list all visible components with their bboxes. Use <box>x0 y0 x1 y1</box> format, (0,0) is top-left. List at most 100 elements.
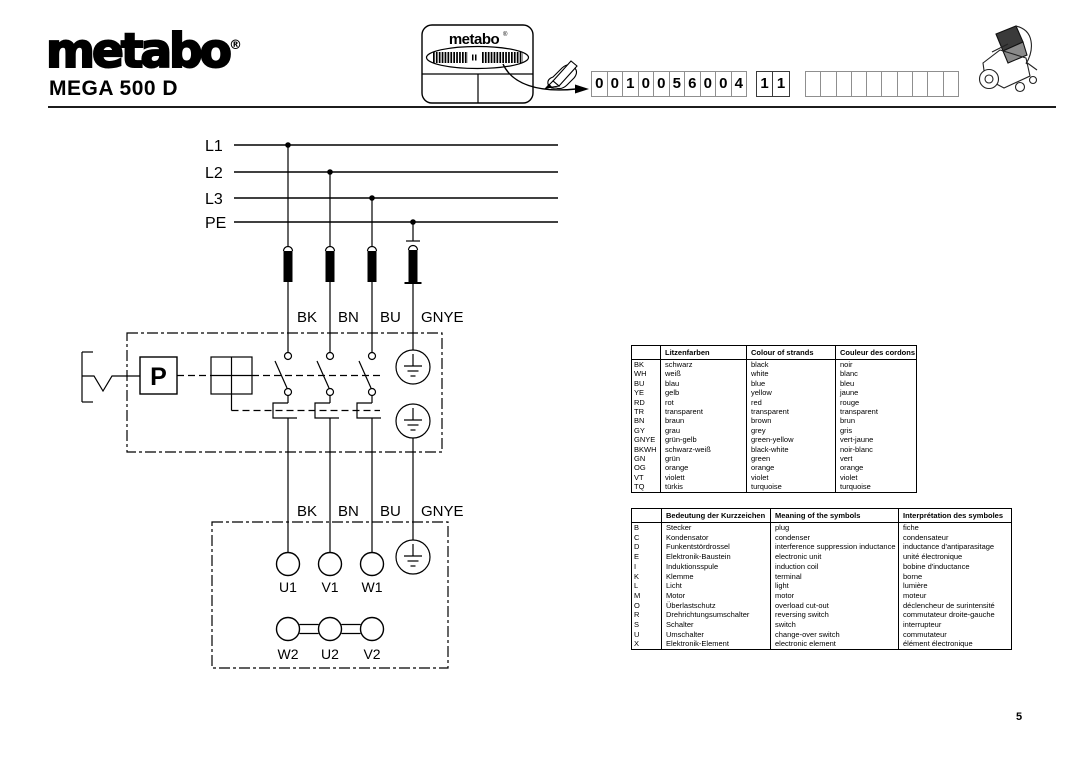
earth-symbol-motor <box>395 539 431 575</box>
type-label-sticker: metabo ® <box>421 24 534 104</box>
table-cell: BN <box>634 416 645 426</box>
table-cell: commutateur <box>898 629 1012 640</box>
terminal-label-w1: W1 <box>362 579 383 595</box>
table-cell: Elektronik-Baustein <box>661 552 771 562</box>
table-cell: reversing switch <box>770 610 899 621</box>
symbol-table-header-fr: Interprétation des symboles <box>898 508 1012 523</box>
table-cell: violet <box>835 472 917 483</box>
supply-bus-lines: L1 L2 L3 PE <box>205 138 558 232</box>
table-cell: Licht <box>661 581 771 591</box>
table-cell: schwarz-weiß <box>660 444 747 455</box>
table-cell: terminal <box>770 571 899 582</box>
table-cell: noir <box>835 359 917 370</box>
writing-hand-icon <box>544 60 578 90</box>
table-cell: turquoise <box>746 482 836 493</box>
table-cell: M <box>634 590 641 600</box>
table-cell: TQ <box>634 482 645 492</box>
terminal-u1 <box>275 551 301 577</box>
terminal-label-w2: W2 <box>278 646 299 662</box>
table-cell: transparent <box>746 407 836 417</box>
table-cell: interference suppression inductance <box>770 542 899 553</box>
table-cell: WH <box>634 369 647 379</box>
pressure-switch-label: P <box>150 363 167 391</box>
table-cell: vert-jaune <box>835 435 917 445</box>
table-cell: Induktionsspule <box>661 561 771 572</box>
plug-connectors <box>282 145 422 353</box>
table-cell: Schalter <box>661 620 771 630</box>
table-cell: X <box>634 639 640 649</box>
table-cell: OG <box>634 463 646 473</box>
color-table-header-en: Colour of strands <box>746 345 836 360</box>
table-cell: interrupteur <box>898 620 1012 630</box>
table-cell: condenser <box>770 532 899 543</box>
table-cell: electronic element <box>770 639 899 650</box>
pressure-line-symbol <box>81 351 140 403</box>
table-cell: Klemme <box>661 571 771 582</box>
table-cell: gris <box>835 425 917 436</box>
table-cell: gelb <box>660 388 747 398</box>
table-cell: violet <box>746 472 836 483</box>
table-cell: commutateur droite-gauche <box>898 610 1012 621</box>
table-cell: inductance d'antiparasitage <box>898 542 1012 553</box>
motor-feed-wires <box>287 418 414 553</box>
terminal-label-v2: V2 <box>363 646 380 662</box>
pressure-switch-enclosure: P <box>81 332 443 453</box>
table-cell: violett <box>660 472 747 483</box>
sticker-registered-mark: ® <box>503 31 508 38</box>
wire-label-bn-2: BN <box>338 503 359 520</box>
table-cell: black-white <box>746 444 836 455</box>
table-cell: GY <box>634 425 645 435</box>
terminal-w2 <box>275 616 301 642</box>
table-cell: weiß <box>660 369 747 379</box>
table-cell: Kondensator <box>661 532 771 543</box>
table-cell: C <box>634 532 640 542</box>
table-cell: transparent <box>835 407 917 417</box>
table-cell: BK <box>634 360 645 369</box>
terminal-v1 <box>317 551 343 577</box>
wire-label-bu: BU <box>380 309 401 326</box>
symbol-table-header-de: Bedeutung der Kurzzeichen <box>661 508 771 523</box>
wire-label-bk-2: BK <box>297 503 317 520</box>
table-cell: fiche <box>898 522 1012 533</box>
symbol-table-header-code <box>631 508 662 523</box>
table-cell: YE <box>634 388 645 398</box>
registered-mark: ® <box>228 38 242 53</box>
model-title: MEGA 500 D <box>49 77 179 100</box>
page-number: 5 <box>1016 711 1023 723</box>
wire-label-bu-2: BU <box>380 503 401 520</box>
table-cell: red <box>746 397 836 408</box>
earth-symbol-upper <box>395 349 431 385</box>
serial-number-boxes: 0 0 1 0 0 5 6 0 0 4 <box>591 71 747 97</box>
table-cell: blanc <box>835 369 917 379</box>
table-cell: schwarz <box>660 359 747 370</box>
earth-symbol-lower <box>395 403 431 439</box>
header-rule <box>48 106 1056 108</box>
bus-label-l3: L3 <box>205 191 223 208</box>
table-cell: Drehrichtungsumschalter <box>661 610 771 621</box>
table-cell: bobine d'inductance <box>898 561 1012 572</box>
table-cell: yellow <box>746 388 836 398</box>
table-cell: GN <box>634 454 646 464</box>
table-cell: turquoise <box>835 482 917 493</box>
table-cell: türkis <box>660 482 747 493</box>
brand-wordmark: metabo <box>45 24 233 79</box>
table-cell: B <box>634 523 640 532</box>
sticker-arrow <box>502 63 589 94</box>
